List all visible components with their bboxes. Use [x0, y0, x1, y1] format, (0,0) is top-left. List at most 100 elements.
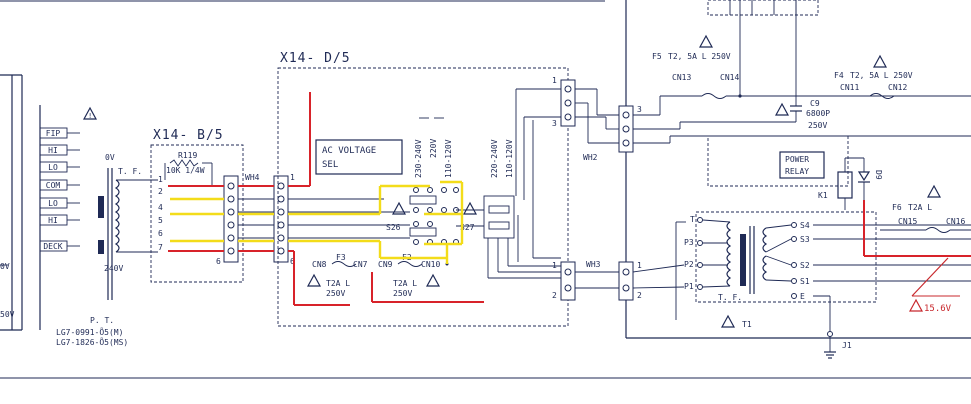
right-section: F5 T2, 5A L 250V CN13 CN14 F4 T2, 5A L 2…: [632, 0, 971, 359]
svg-text:C9: C9: [810, 99, 820, 108]
warning-triangle-icon: [462, 201, 478, 215]
svg-text:T2A L: T2A L: [908, 203, 932, 212]
board-b-title: X14- B/5: [153, 128, 224, 143]
svg-text:S1: S1: [800, 277, 810, 286]
svg-text:!: !: [88, 112, 92, 120]
svg-text:T2A L: T2A L: [393, 279, 417, 288]
left-partial-label-50v: 50V: [0, 310, 15, 319]
svg-text:WH3: WH3: [586, 260, 601, 269]
svg-text:COM: COM: [46, 181, 61, 190]
svg-text:250V: 250V: [326, 289, 345, 298]
left-pin-deck: DECK: [39, 240, 68, 252]
svg-text:1: 1: [637, 261, 642, 270]
warning-triangle-icon: [926, 184, 942, 198]
svg-text:S3: S3: [800, 235, 810, 244]
board-b-pin-5: 5: [158, 216, 163, 225]
range-110-120v: 110-120V: [444, 139, 453, 178]
svg-text:POWER: POWER: [785, 155, 809, 164]
pt-label: P. T.: [90, 316, 114, 325]
warning-triangle-icon: [391, 201, 407, 215]
svg-text:P1: P1: [684, 282, 694, 291]
switch-s27: S27: [441, 187, 475, 245]
svg-text:250V: 250V: [393, 289, 412, 298]
left-partial-label-0v: 0V: [0, 262, 10, 271]
fuse-f2: CN9 F2 CN10 T2A L 250V: [378, 253, 440, 298]
fuse-f3: CN8 F3 CN7 T2A L 250V: [312, 253, 368, 298]
highlight-red-wires: [168, 92, 484, 306]
warning-triangle-icon: [425, 273, 441, 287]
svg-text:SEL: SEL: [322, 160, 338, 170]
svg-text:CN7: CN7: [353, 260, 368, 269]
svg-text:2: 2: [637, 291, 642, 300]
svg-text:250V: 250V: [808, 121, 827, 130]
right-connector-lower: 1 2: [618, 261, 642, 301]
range-220-240v: 220-240V: [490, 139, 499, 178]
resistor-r119-label: R119: [178, 151, 197, 160]
diode-d9: D9: [857, 158, 883, 183]
fuse-f5: F5 T2, 5A L 250V CN13 CN14: [652, 52, 739, 99]
svg-text:CN13: CN13: [672, 73, 691, 82]
svg-text:D9: D9: [874, 170, 883, 180]
svg-text:CN9: CN9: [378, 260, 393, 269]
pt-part-number-ms: LG7-1826-Õ5(MS): [56, 336, 128, 347]
board-x14-b5: X14- B/5 R119 10K 1/4W 1 2 4 5 6 7 WH4 6: [150, 128, 260, 283]
left-pin-hi-2: HI: [39, 214, 68, 226]
svg-text:6800P: 6800P: [806, 109, 830, 118]
capacitor-c9: C9 6800P 250V: [790, 96, 830, 130]
jack-j1-label: J1: [842, 341, 852, 350]
svg-text:CN14: CN14: [720, 73, 739, 82]
svg-text:AC VOLTAGE: AC VOLTAGE: [322, 146, 376, 156]
svg-text:P3: P3: [684, 238, 694, 247]
voltage-0v-label: 0V: [105, 153, 115, 162]
svg-text:1: 1: [552, 261, 557, 270]
svg-text:T1: T1: [742, 320, 752, 329]
svg-text:3: 3: [552, 119, 557, 128]
left-pin-lo: LO: [39, 161, 68, 173]
svg-text:F6: F6: [892, 203, 902, 212]
svg-text:CN11: CN11: [840, 83, 859, 92]
svg-text:F5: F5: [652, 52, 662, 61]
wh3-connector: 1 2 WH3: [552, 260, 601, 301]
svg-text:T2A L: T2A L: [326, 279, 350, 288]
warning-triangle-icon: !: [82, 106, 98, 120]
svg-text:CN8: CN8: [312, 260, 327, 269]
relay-coil: [837, 171, 853, 199]
svg-text:HI: HI: [48, 146, 58, 155]
board-b-pin-7: 7: [158, 243, 163, 252]
svg-text:CN10: CN10: [421, 260, 440, 269]
power-relay-box: POWER RELAY: [779, 151, 825, 179]
wh4-pin-6: 6: [216, 257, 221, 266]
tf-label-left: T. F.: [118, 167, 142, 176]
board-x14-d5: X14- D/5 AC VOLTAGE SEL 1 6 230-240V 220…: [277, 51, 642, 327]
svg-text:CN16: CN16: [946, 217, 965, 226]
warning-triangle-icon: [720, 314, 736, 328]
board-b-pin-1: 1: [158, 175, 163, 184]
svg-text:FIP: FIP: [46, 129, 61, 138]
svg-text:2: 2: [552, 291, 557, 300]
frame-lines: [0, 0, 971, 379]
warning-triangle-icon: [306, 273, 322, 287]
voltage-240v-label: 240V: [104, 264, 123, 273]
svg-text:HI: HI: [48, 216, 58, 225]
switch-s26: S26: [386, 187, 437, 245]
svg-text:T: T: [690, 215, 695, 224]
svg-text:CN12: CN12: [888, 83, 907, 92]
svg-text:1: 1: [552, 76, 557, 85]
right-connector-upper: 3: [618, 105, 642, 153]
svg-text:LO: LO: [48, 163, 58, 172]
selector-block-right: [483, 195, 561, 279]
left-pin-hi: HI: [39, 144, 68, 156]
range-220v: 220V: [429, 139, 438, 158]
board-b-pin-6: 6: [158, 229, 163, 238]
svg-text:CN15: CN15: [898, 217, 917, 226]
svg-text:F4: F4: [834, 71, 844, 80]
warning-triangle-icon: [908, 298, 924, 312]
resistor-r119-icon: [169, 159, 199, 167]
left-pin-fip: FIP: [39, 127, 68, 139]
warning-triangle-icon: [872, 54, 888, 68]
svg-text:DECK: DECK: [43, 242, 62, 251]
ac-voltage-sel-box: AC VOLTAGE SEL: [315, 139, 403, 175]
svg-text:WH2: WH2: [583, 153, 598, 162]
board-d-pin-6: 6: [290, 257, 295, 266]
